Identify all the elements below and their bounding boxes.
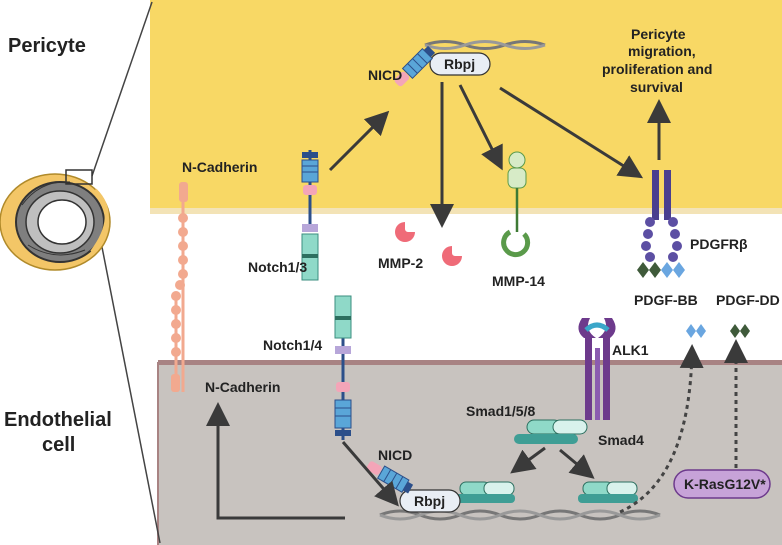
smad-dna-bound-left	[455, 481, 515, 503]
mmp14-label: MMP-14	[492, 273, 545, 289]
pericyte-label: Pericyte	[8, 35, 86, 57]
rbpj-bottom-oval	[399, 489, 461, 513]
zoom-line-bottom	[91, 195, 161, 544]
n-cadherin-top-label: N-Cadherin	[182, 159, 257, 175]
dna-top	[424, 40, 546, 50]
outcome-line1: Pericyte	[631, 26, 686, 42]
kras-label: K-RasG12V*	[684, 476, 766, 492]
mmp14-protein	[501, 151, 531, 258]
outcome-line2: migration,	[628, 43, 696, 59]
outcome-line3: proliferation and	[602, 61, 712, 77]
endothelial-label-line2: cell	[42, 434, 75, 456]
vessel-cross-section-icon	[0, 169, 111, 271]
pericyte-region	[150, 0, 782, 210]
arrow-notch-to-nicd	[328, 110, 390, 172]
endothelial-region	[158, 362, 782, 545]
notch14-label: Notch1/4	[263, 337, 322, 353]
arrow-dashed-pdgf-bb	[619, 344, 704, 514]
endothelial-label-line1: Endothelial	[4, 409, 112, 431]
pdgf-bound-ligands	[637, 262, 685, 278]
nicd-top	[394, 45, 436, 87]
alk1-receptor	[578, 318, 616, 420]
n-cadherin-bottom-label: N-Cadherin	[205, 379, 280, 395]
kras-badge	[673, 469, 771, 499]
rbpj-top-oval	[429, 52, 491, 76]
notch13-receptor	[301, 150, 319, 281]
smad4-label: Smad4	[598, 432, 644, 448]
n-cadherin-chain	[171, 182, 188, 392]
arrow-rbpj-to-mmp14	[458, 84, 503, 171]
arrow-smad-right	[559, 448, 595, 479]
pdgf-dd-label: PDGF-DD	[716, 292, 780, 308]
outcome-line4: survival	[630, 79, 683, 95]
pdgfrb-label: PDGFRβ	[690, 236, 748, 252]
mmp2-protein	[395, 222, 462, 266]
pdgf-bb-label: PDGF-BB	[634, 292, 698, 308]
nicd-top-label: NICD	[368, 67, 402, 83]
arrow-smad-left	[510, 446, 546, 474]
mmp2-label: MMP-2	[378, 255, 423, 271]
arrow-feedback-n-cadherin	[206, 402, 345, 520]
notch14-receptor	[334, 295, 352, 440]
pdgfr-beta-receptor	[641, 170, 682, 262]
zoom-line-top	[91, 1, 153, 177]
smad-complex	[514, 419, 588, 444]
arrow-notch14-to-nicd	[341, 441, 399, 507]
smad-dna-bound-right	[578, 481, 638, 503]
notch13-label: Notch1/3	[248, 259, 307, 275]
pdgf-bb-ligand-icon	[686, 324, 706, 338]
pericyte-membrane	[150, 208, 782, 214]
alk1-label: ALK1	[612, 342, 649, 358]
rbpj-bottom-label: Rbpj	[414, 493, 445, 509]
arrow-rbpj-to-pdgfr	[499, 86, 644, 179]
rbpj-top-label: Rbpj	[444, 56, 475, 72]
pdgf-dd-ligand-icon	[730, 324, 750, 338]
smad158-label: Smad1/5/8	[466, 403, 535, 419]
dna-bottom	[379, 509, 661, 521]
nicd-bottom-label: NICD	[378, 447, 412, 463]
endothelial-membrane	[158, 360, 782, 365]
